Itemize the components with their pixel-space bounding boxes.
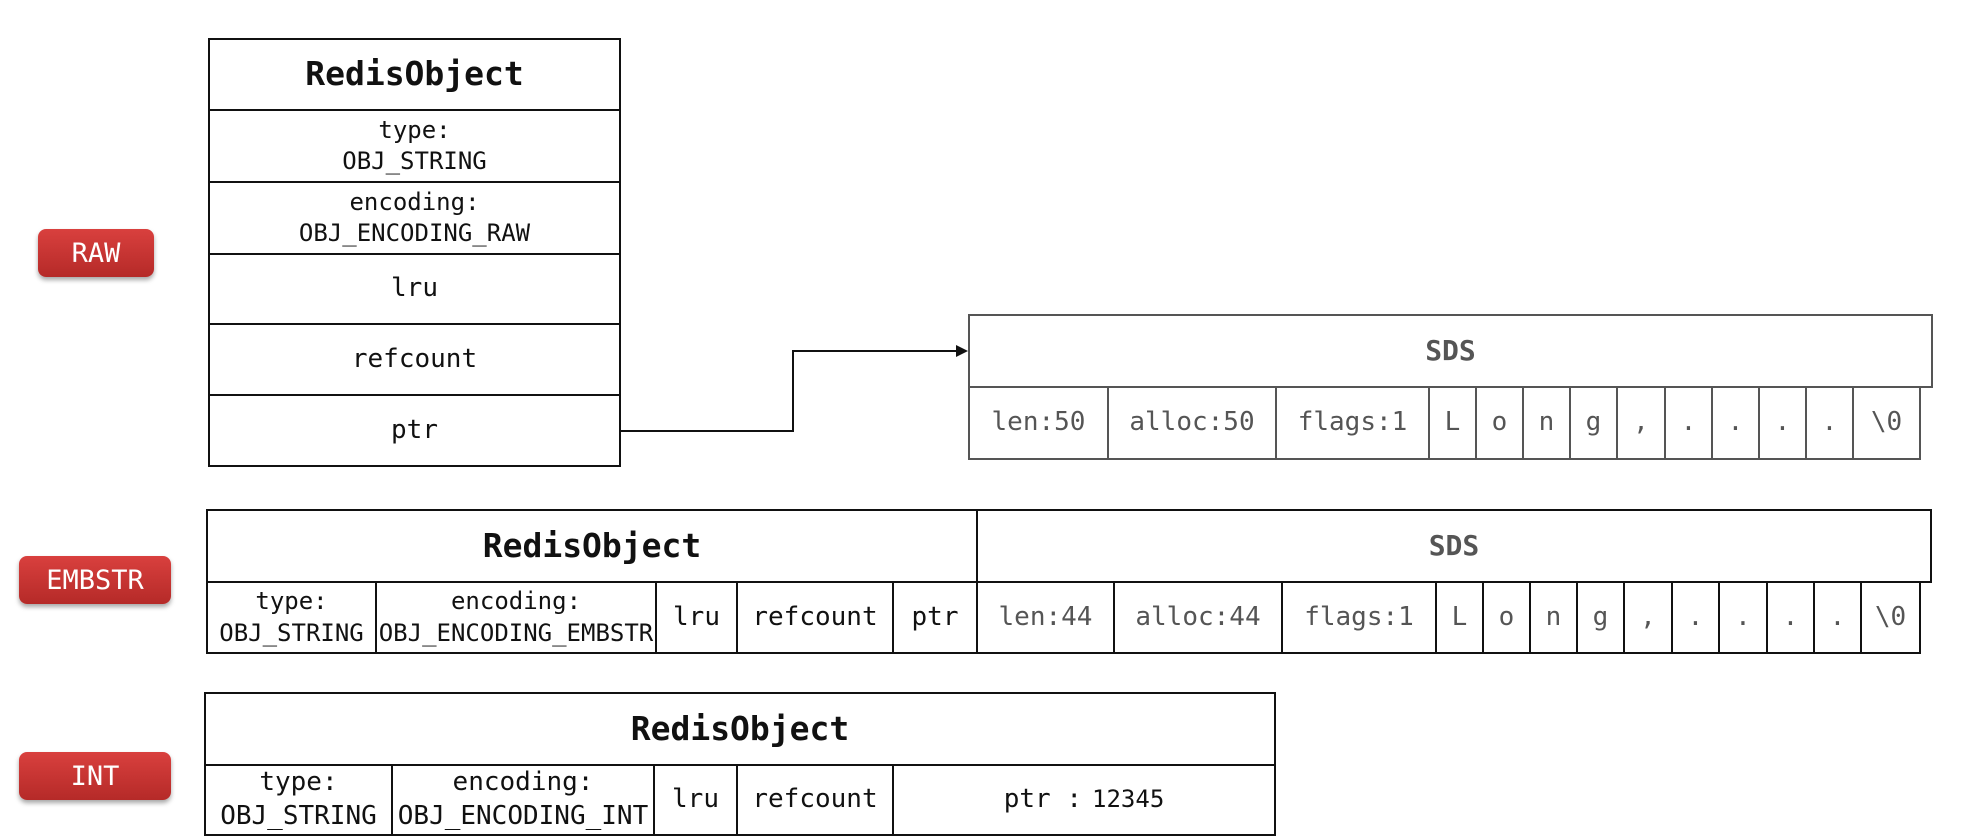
raw-sds-char: L — [1428, 386, 1477, 460]
embstr-sds-char: \0 — [1860, 581, 1921, 654]
embstr-sds-char: . — [1718, 581, 1768, 654]
embstr-sds-char: g — [1576, 581, 1625, 654]
raw-label: RAW — [38, 229, 154, 277]
embstr-sds-char: o — [1482, 581, 1531, 654]
raw-sds-char: n — [1522, 386, 1571, 460]
raw-sds-char: g — [1569, 386, 1618, 460]
embstr-label: EMBSTR — [19, 556, 171, 604]
raw-sds-len: len:50 — [968, 386, 1109, 460]
embstr-sds-char: L — [1435, 581, 1484, 654]
raw-sds-char: . — [1664, 386, 1713, 460]
embstr-sds-char: . — [1766, 581, 1815, 654]
raw-refcount-cell: refcount — [208, 323, 621, 396]
raw-sds-char: . — [1805, 386, 1854, 460]
embstr-sds-char: . — [1671, 581, 1720, 654]
embstr-sds-len: len:44 — [976, 581, 1115, 654]
raw-sds-char: \0 — [1852, 386, 1921, 460]
int-label: INT — [19, 752, 171, 800]
raw-ptr-cell: ptr — [208, 394, 621, 467]
embstr-sds-title: SDS — [976, 509, 1932, 583]
raw-sds-char: , — [1616, 386, 1666, 460]
raw-sds-char: . — [1758, 386, 1807, 460]
raw-sds-title: SDS — [968, 314, 1933, 388]
embstr-encoding-cell: encoding: OBJ_ENCODING_EMBSTR — [375, 581, 657, 654]
embstr-sds-char: , — [1623, 581, 1673, 654]
int-encoding-cell: encoding: OBJ_ENCODING_INT — [391, 764, 655, 836]
int-refcount-cell: refcount — [736, 764, 894, 836]
embstr-redisobject-title: RedisObject — [206, 509, 978, 583]
embstr-sds-flags: flags:1 — [1281, 581, 1437, 654]
embstr-ptr-cell: ptr — [892, 581, 978, 654]
embstr-lru-cell: lru — [655, 581, 738, 654]
embstr-refcount-cell: refcount — [736, 581, 894, 654]
embstr-sds-char: n — [1529, 581, 1578, 654]
int-redisobject-title: RedisObject — [204, 692, 1276, 766]
int-ptr-label: ptr : — [1003, 784, 1083, 815]
int-ptr-cell: ptr : 12345 — [892, 764, 1276, 836]
raw-lru-cell: lru — [208, 253, 621, 325]
int-type-cell: type: OBJ_STRING — [204, 764, 393, 836]
int-ptr-value: 12345 — [1092, 785, 1165, 814]
int-lru-cell: lru — [653, 764, 738, 836]
embstr-sds-alloc: alloc:44 — [1113, 581, 1283, 654]
raw-sds-char: . — [1711, 386, 1760, 460]
embstr-sds-char: . — [1813, 581, 1862, 654]
embstr-type-cell: type: OBJ_STRING — [206, 581, 377, 654]
